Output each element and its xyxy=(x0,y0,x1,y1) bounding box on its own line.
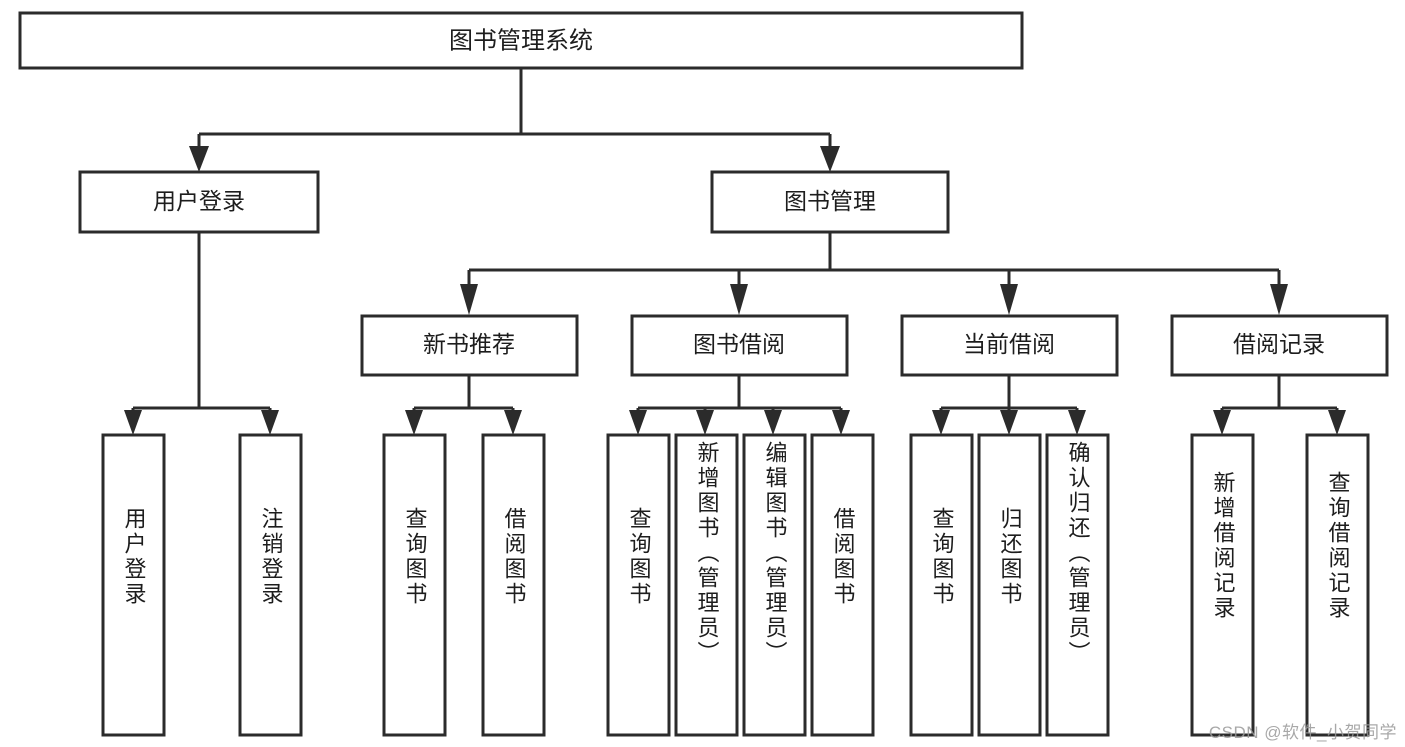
connector-root-to-level2 xyxy=(189,68,840,172)
node-root-system-label: 图书管理系统 xyxy=(449,27,593,54)
arrow-head-nb-leaf-2 xyxy=(504,410,522,435)
leaf-box-nb-query-book[interactable] xyxy=(382,433,447,737)
arrow-head-br-leaf-1 xyxy=(1213,410,1231,435)
connector-book-borrow-to-leaves xyxy=(629,375,850,435)
node-borrow-record-box xyxy=(1170,314,1389,377)
leaf-box-br-add-record[interactable] xyxy=(1190,433,1255,737)
arrow-head-bb-leaf-4 xyxy=(832,410,850,435)
node-root-system-box xyxy=(18,11,1024,70)
leaf-box-bb-query-book[interactable] xyxy=(606,433,671,737)
node-new-book-recommend-label: 新书推荐 xyxy=(423,331,515,357)
node-book-manage-label: 图书管理 xyxy=(784,188,876,214)
connector-current-borrow-to-leaves xyxy=(932,375,1086,435)
leaf-box-br-query-record[interactable] xyxy=(1305,433,1370,737)
arrow-head-to-book-borrow xyxy=(730,284,748,315)
arrow-head-bb-leaf-3 xyxy=(764,410,782,435)
node-current-borrow[interactable]: 当前借阅 xyxy=(900,314,1119,377)
node-book-manage-box xyxy=(710,170,950,234)
arrow-head-cb-leaf-3 xyxy=(1068,410,1086,435)
leaf-box-cb-query-book[interactable] xyxy=(909,433,974,737)
arrow-head-leaf-logout xyxy=(261,410,279,435)
arrow-head-cb-leaf-2 xyxy=(1000,410,1018,435)
node-borrow-record-label: 借阅记录 xyxy=(1233,331,1325,357)
connector-book-manage-to-level3 xyxy=(460,232,1288,315)
node-user-login-label: 用户登录 xyxy=(153,188,245,214)
leaf-box-cb-return-book[interactable] xyxy=(977,433,1042,737)
leaf-box-user-login[interactable] xyxy=(101,433,166,737)
arrow-head-to-new-book xyxy=(460,284,478,315)
arrow-head-cb-leaf-1 xyxy=(932,410,950,435)
arrow-head-to-user-login xyxy=(189,146,209,172)
arrow-head-to-current-borrow xyxy=(1000,284,1018,315)
leaf-box-nb-borrow-book[interactable] xyxy=(481,433,546,737)
connector-user-login-to-leaves xyxy=(124,232,279,435)
node-user-login[interactable]: 用户登录 xyxy=(78,170,320,234)
node-user-login-box xyxy=(78,170,320,234)
arrow-head-to-book-manage xyxy=(820,146,840,172)
connector-borrow-record-to-leaves xyxy=(1213,375,1346,435)
node-book-borrow-box xyxy=(630,314,849,377)
node-new-book-recommend[interactable]: 新书推荐 xyxy=(360,314,579,377)
arrow-head-leaf-user-login xyxy=(124,410,142,435)
node-new-book-recommend-box xyxy=(360,314,579,377)
leaf-box-logout[interactable] xyxy=(238,433,303,737)
leaf-box-bb-add-book[interactable] xyxy=(674,433,739,737)
connector-new-book-to-leaves xyxy=(405,375,522,435)
arrow-head-bb-leaf-2 xyxy=(696,410,714,435)
node-book-manage[interactable]: 图书管理 xyxy=(710,170,950,234)
node-current-borrow-box xyxy=(900,314,1119,377)
arrow-head-nb-leaf-1 xyxy=(405,410,423,435)
csdn-watermark: CSDN @软件_小贺同学 xyxy=(1208,723,1397,742)
leaf-box-bb-borrow-book[interactable] xyxy=(810,433,875,737)
node-borrow-record[interactable]: 借阅记录 xyxy=(1170,314,1389,377)
node-current-borrow-label: 当前借阅 xyxy=(963,331,1055,357)
leaf-box-bb-edit-book[interactable] xyxy=(742,433,807,737)
node-book-borrow[interactable]: 图书借阅 xyxy=(630,314,849,377)
arrow-head-bb-leaf-1 xyxy=(629,410,647,435)
arrow-head-br-leaf-2 xyxy=(1328,410,1346,435)
arrow-head-to-borrow-record xyxy=(1270,284,1288,315)
node-root-system[interactable]: 图书管理系统 xyxy=(18,11,1024,70)
node-book-borrow-label: 图书借阅 xyxy=(693,331,785,357)
leaf-box-cb-confirm-return[interactable] xyxy=(1045,433,1110,737)
